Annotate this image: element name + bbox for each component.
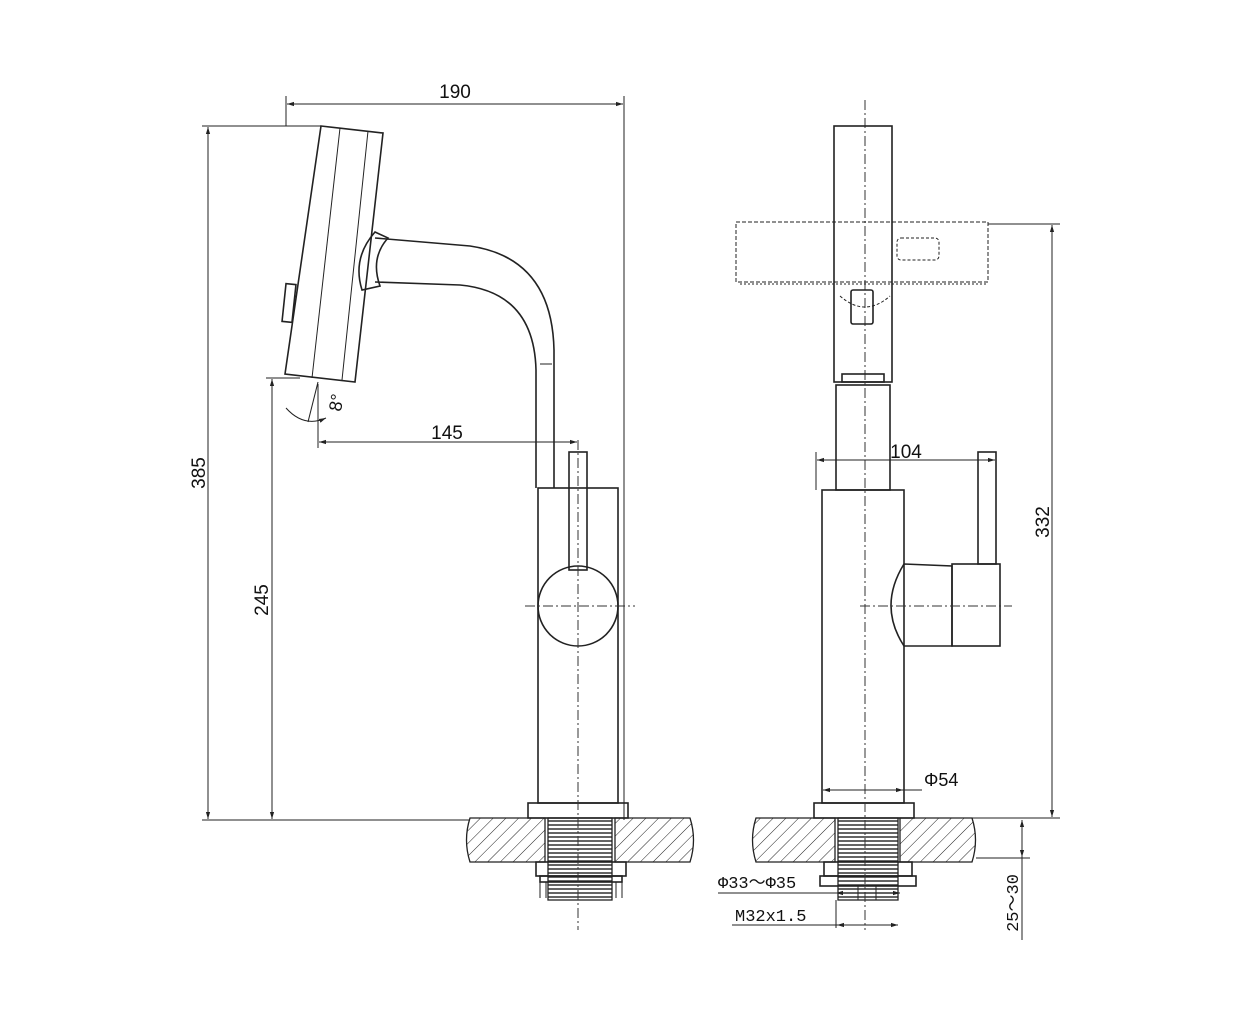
front-spray-head	[833, 125, 893, 383]
side-spray-head	[284, 125, 384, 383]
front-display-window	[896, 237, 940, 261]
front-riser	[835, 384, 891, 491]
dim-332-label: 332	[1033, 506, 1054, 538]
side-tilt-label: 8°	[325, 392, 348, 412]
side-threaded-shank	[547, 817, 613, 901]
side-tilt-arc	[285, 407, 327, 423]
dim-145-label: 145	[431, 423, 463, 444]
side-spout	[374, 237, 555, 488]
front-body	[821, 489, 905, 804]
front-view: 104 332 Φ54 Φ33～Φ35 M32x1.5 25～30	[718, 100, 1060, 940]
side-washer	[539, 875, 623, 883]
dim-385-label: 385	[189, 457, 210, 489]
front-lever-neck	[890, 563, 953, 647]
front-lever-handle	[977, 451, 997, 565]
dim-190-label: 190	[439, 82, 471, 103]
dim-counter-label: 25～30	[1005, 874, 1024, 932]
side-countertop-right	[614, 817, 695, 863]
front-base-flange	[813, 802, 915, 819]
dim-thread-label: M32x1.5	[735, 908, 806, 927]
front-lever-hub	[951, 563, 1001, 647]
side-countertop-left	[465, 817, 546, 863]
front-countertop-right	[899, 817, 977, 863]
side-view: 8° 190 385 245 145	[189, 82, 695, 930]
side-mount-studs	[539, 882, 623, 898]
front-head-outline	[735, 221, 989, 283]
side-spout-joint	[358, 231, 390, 291]
front-spray-switch	[850, 289, 874, 325]
dim-245-label: 245	[252, 584, 273, 616]
dim-phi54-label: Φ54	[924, 770, 958, 790]
front-countertop-left	[751, 817, 836, 863]
side-spray-button	[281, 282, 297, 324]
front-washer	[819, 875, 917, 887]
dim-104-label: 104	[890, 442, 922, 463]
dim-hole-label: Φ33～Φ35	[718, 875, 796, 894]
front-threaded-shank	[837, 817, 899, 901]
front-nozzle	[841, 373, 885, 383]
